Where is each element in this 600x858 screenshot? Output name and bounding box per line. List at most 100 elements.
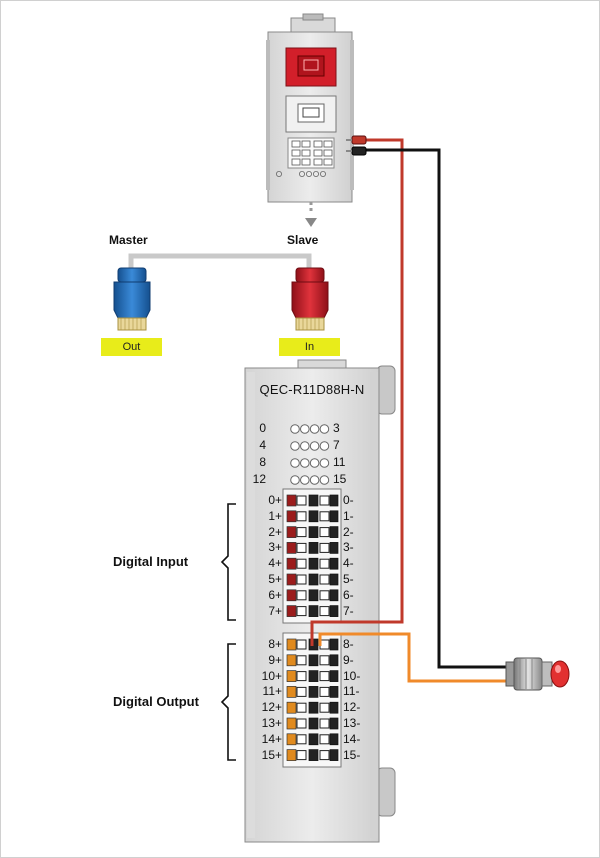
output-terminal-neg-label: 8-	[343, 637, 354, 651]
terminal-hole	[319, 702, 330, 713]
terminal-hole	[296, 734, 307, 745]
output-terminal-lever	[286, 670, 297, 682]
led-indicator	[300, 458, 310, 468]
terminal-release	[329, 494, 339, 507]
led-row-end-label: 3	[333, 421, 340, 435]
terminal-release	[308, 573, 319, 586]
terminal-hole	[296, 655, 307, 666]
output-terminal-pos-label: 14+	[261, 731, 282, 746]
input-terminal-pos-label: 2+	[268, 524, 282, 539]
terminal-hole	[296, 639, 307, 650]
terminal-hole	[319, 574, 330, 585]
output-terminal-lever	[286, 638, 297, 651]
output-terminal-pos-label: 13+	[261, 716, 282, 730]
led-row-start-label: 8	[259, 455, 266, 469]
output-terminal-pos-label: 9+	[268, 652, 282, 667]
terminal-release	[308, 510, 319, 523]
led-indicator	[309, 475, 320, 485]
terminal-release	[329, 557, 339, 570]
terminal-hole	[319, 542, 330, 553]
terminal-release	[329, 670, 339, 682]
led-row-start-label: 0	[259, 421, 266, 435]
input-terminal-pos-label: 0+	[268, 493, 282, 507]
led-indicator	[300, 424, 310, 434]
terminal-hole	[296, 702, 307, 713]
terminal-release	[329, 605, 339, 617]
digital-input-label: Digital Input	[113, 554, 189, 569]
terminal-release	[308, 526, 319, 538]
indicator-lamp	[505, 657, 570, 691]
output-terminal-lever	[286, 749, 297, 761]
input-terminal-pos-label: 4+	[268, 556, 282, 571]
led-indicator	[309, 424, 320, 434]
input-terminal-lever	[286, 589, 297, 602]
terminal-release	[308, 686, 319, 698]
terminal-release	[308, 701, 319, 714]
input-terminal-neg-label: 7-	[343, 603, 354, 618]
terminal-hole	[296, 590, 307, 601]
input-terminal-neg-label: 6-	[343, 587, 354, 602]
input-terminal-pos-label: 5+	[268, 572, 282, 586]
terminal-release	[308, 654, 319, 667]
terminal-hole	[296, 542, 307, 553]
terminal-hole	[319, 671, 330, 682]
input-terminal-lever	[286, 573, 297, 586]
input-terminal-lever	[286, 494, 297, 507]
input-terminal-neg-label: 1-	[343, 508, 354, 523]
terminal-hole	[296, 558, 307, 569]
terminal-hole	[319, 686, 330, 697]
input-terminal-neg-label: 2-	[343, 524, 354, 539]
input-terminal-lever	[286, 557, 297, 570]
terminal-hole	[296, 511, 307, 522]
led-indicator	[319, 441, 330, 451]
input-terminal-pos-label: 7+	[268, 603, 282, 618]
input-terminal-neg-label: 5-	[343, 572, 354, 586]
ethernet-cable	[128, 253, 312, 272]
output-terminal-pos-label: 11+	[262, 684, 282, 699]
terminal-hole	[319, 511, 330, 522]
terminal-release	[329, 589, 339, 602]
led-indicator	[319, 424, 330, 434]
led-row-start-label: 4	[259, 438, 266, 452]
led-indicator	[290, 424, 300, 434]
terminal-release	[329, 526, 339, 538]
terminal-hole	[319, 750, 330, 761]
led-indicator	[319, 458, 330, 468]
terminal-hole	[296, 606, 307, 617]
orange-wire	[318, 632, 508, 683]
output-terminal-pos-label: 8+	[268, 637, 282, 651]
red-wire	[310, 138, 404, 646]
terminal-release	[329, 542, 339, 554]
output-terminal-lever	[286, 733, 297, 746]
output-terminal-lever	[286, 654, 297, 667]
led-row-start-label: 12	[252, 472, 266, 486]
input-terminal-lever	[286, 526, 297, 538]
terminal-hole	[319, 558, 330, 569]
output-terminal-pos-label: 12+	[261, 700, 282, 715]
in-port-label: In	[279, 338, 340, 356]
terminal-release	[329, 749, 339, 761]
input-terminal-pos-label: 6+	[268, 587, 282, 602]
output-terminal-pos-label: 10+	[261, 668, 282, 683]
led-row-end-label: 15	[333, 472, 347, 486]
terminal-hole	[319, 734, 330, 745]
input-terminal-neg-label: 4-	[343, 556, 354, 571]
io-module	[244, 359, 396, 843]
digital-output-label: Digital Output	[113, 694, 199, 709]
terminal-release	[308, 733, 319, 746]
output-terminal-neg-label: 13-	[343, 716, 361, 730]
terminal-release	[308, 494, 319, 507]
led-indicator	[300, 441, 310, 451]
terminal-hole	[296, 527, 307, 538]
led-indicator	[309, 441, 320, 451]
terminal-hole	[296, 750, 307, 761]
output-terminal-neg-label: 15-	[343, 747, 361, 762]
output-terminal-lever	[286, 717, 297, 730]
terminal-hole	[319, 718, 330, 729]
input-brace	[220, 503, 236, 621]
terminal-hole	[296, 574, 307, 585]
output-terminal-neg-label: 10-	[343, 668, 361, 683]
led-indicator	[300, 475, 310, 485]
output-terminal-neg-label: 14-	[343, 731, 361, 746]
terminal-hole	[296, 718, 307, 729]
